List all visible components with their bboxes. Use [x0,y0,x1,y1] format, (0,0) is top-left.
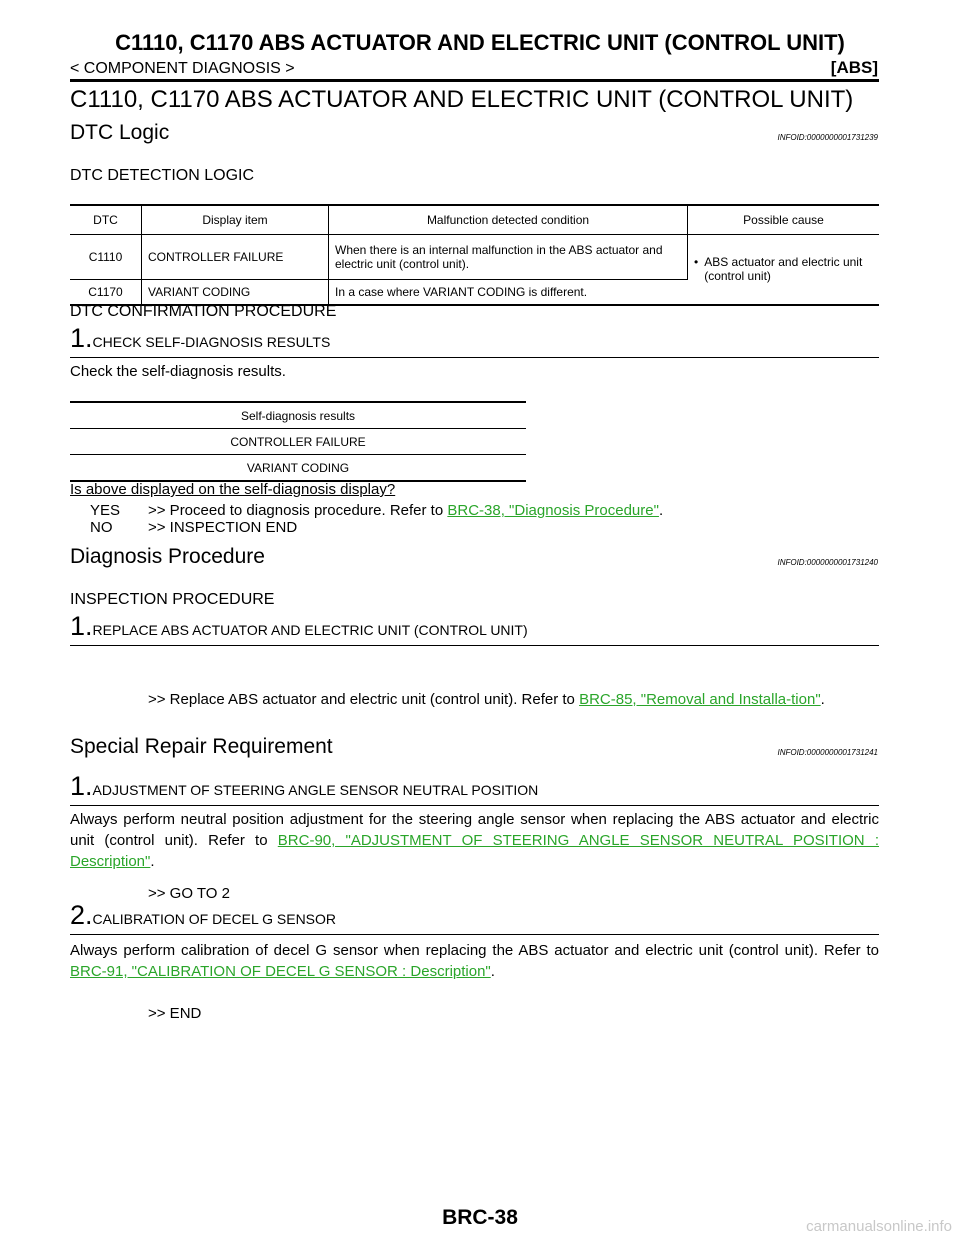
dtc-detection-table: DTC Display item Malfunction detected co… [70,204,879,306]
dtc-code: C1170 [70,279,142,305]
col-header-possible-cause: Possible cause [687,205,879,235]
special-repair-heading: Special Repair Requirement [70,735,333,758]
steering-angle-sensor-link[interactable]: BRC-90, "ADJUSTMENT OF STEERING ANGLE SE… [70,832,880,870]
display-item: CONTROLLER FAILURE [141,234,329,280]
removal-installation-link[interactable]: BRC-85, "Removal and Installa-tion" [579,691,821,708]
malfunction-condition: In a case where VARIANT CODING is differ… [328,279,688,305]
self-diagnosis-table: Self-diagnosis results CONTROLLER FAILUR… [70,401,526,482]
display-item: VARIANT CODING [141,279,329,305]
table-cell: VARIANT CODING [246,460,350,475]
bullet-icon: • [694,255,699,270]
step-number: 1. [70,611,93,641]
table-header-cell: Self-diagnosis results [70,402,526,429]
dtc-code: C1110 [70,234,142,280]
diagnosis-infoid: INFOID:0000000001731240 [777,558,878,567]
table-row: CONTROLLER FAILURE [70,428,526,455]
no-label: NO [90,519,113,536]
step-title: ADJUSTMENT OF STEERING ANGLE SENSOR NEUT… [92,782,539,798]
step-1-result: >> GO TO 2 [148,885,230,902]
col-header-display-item: Display item [141,205,329,235]
yes-result: >> Proceed to diagnosis procedure. Refer… [148,502,664,519]
col-header-dtc: DTC [70,205,142,235]
confirmation-step-1: 1.CHECK SELF-DIAGNOSIS RESULTS [70,323,879,358]
confirmation-question: Is above displayed on the self-diagnosis… [70,481,396,498]
possible-cause-text: ABS actuator and electric unit (control … [704,255,863,284]
confirmation-instruction: Check the self-diagnosis results. [70,363,286,380]
dtc-logic-heading: DTC Logic [70,121,170,144]
table-row: C1110 CONTROLLER FAILURE When there is a… [70,234,879,305]
diagnosis-procedure-heading: Diagnosis Procedure [70,545,265,568]
possible-cause: • ABS actuator and electric unit (contro… [687,234,879,305]
step-1-text: Always perform neutral position adjustme… [70,811,879,849]
header-section-label: < COMPONENT DIAGNOSIS > [70,60,295,77]
table-row: VARIANT CODING [70,455,526,482]
table-cell: CONTROLLER FAILURE [70,428,526,455]
header-tag: [ABS] [830,58,878,77]
col-header-condition: Malfunction detected condition [328,205,688,235]
diagnosis-procedure-link[interactable]: BRC-38, "Diagnosis Procedure" [447,502,659,519]
step-title: CHECK SELF-DIAGNOSIS RESULTS [92,334,331,350]
yes-text: >> Proceed to diagnosis procedure. Refer… [148,502,448,519]
step-2-result: >> END [148,1005,202,1022]
inspection-procedure-heading: INSPECTION PROCEDURE [70,591,275,608]
yes-label: YES [90,502,121,519]
step-number: 2. [70,900,93,930]
step-2-text: Always perform calibration of decel G se… [70,942,879,959]
special-step-2: 2.CALIBRATION OF DECEL G SENSOR [70,900,879,935]
step-title: CALIBRATION OF DECEL G SENSOR [92,911,337,927]
table-row: Self-diagnosis results [70,402,526,429]
replace-text: >> Replace ABS actuator and electric uni… [148,691,580,708]
step-2-instruction: Always perform calibration of decel G se… [70,942,879,980]
table-row: C1170 VARIANT CODING In a case where VAR… [70,279,879,305]
no-result: >> INSPECTION END [148,519,298,536]
page-header-title: C1110, C1170 ABS ACTUATOR AND ELECTRIC U… [115,30,845,55]
replace-instruction: >> Replace ABS actuator and electric uni… [148,691,825,708]
dtc-logic-infoid: INFOID:0000000001731239 [777,133,878,142]
header-rule [70,79,879,82]
dtc-confirmation-heading: DTC CONFIRMATION PROCEDURE [70,303,337,320]
step-number: 1. [70,323,93,353]
dtc-detection-logic-heading: DTC DETECTION LOGIC [70,167,255,184]
step-title: REPLACE ABS ACTUATOR AND ELECTRIC UNIT (… [92,622,528,638]
page-number: BRC-38 [442,1206,518,1229]
diagnosis-step-1: 1.REPLACE ABS ACTUATOR AND ELECTRIC UNIT… [70,611,879,646]
special-step-1: 1.ADJUSTMENT OF STEERING ANGLE SENSOR NE… [70,771,879,806]
watermark: carmanualsonline.info [806,1218,952,1235]
section-title: C1110, C1170 ABS ACTUATOR AND ELECTRIC U… [70,86,854,113]
special-repair-infoid: INFOID:0000000001731241 [777,748,878,757]
malfunction-condition: When there is an internal malfunction in… [328,234,688,280]
decel-g-sensor-link[interactable]: BRC-91, "CALIBRATION OF DECEL G SENSOR :… [70,963,491,980]
step-1-instruction: Always perform neutral position adjustme… [70,811,880,870]
step-number: 1. [70,771,93,801]
